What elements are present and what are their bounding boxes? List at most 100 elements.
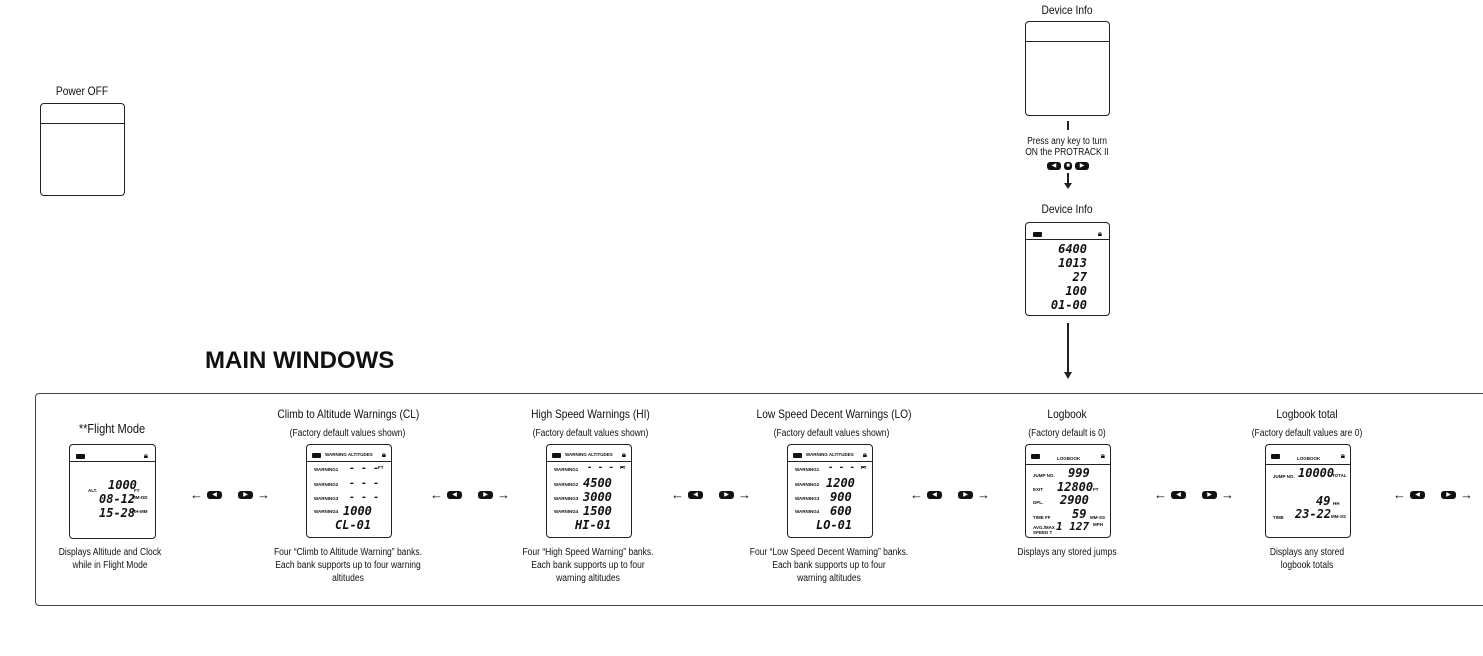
exit-label: EXIT (1033, 487, 1044, 492)
exit-unit: FT (1093, 487, 1099, 492)
cl-title: Climb to Altitude Warnings (CL) (277, 407, 420, 421)
main-windows-frame (35, 393, 1483, 606)
connector-line (1067, 121, 1069, 130)
lock-icon: 🔒︎ (1097, 229, 1102, 238)
cl-bank: CL-01 (335, 518, 372, 532)
right-key-icon: ▶ (958, 490, 973, 499)
device-value-4: 100 (1065, 284, 1087, 298)
hi-label-4: WARNING4 (554, 509, 579, 514)
lo-unit: FT (861, 465, 867, 470)
total-header: LOGBOOK (1297, 456, 1321, 461)
right-key-icon: ▶ (1441, 490, 1456, 499)
right-key-icon: ▶ (719, 490, 734, 499)
cl-unit: FT (378, 465, 384, 470)
total-desc-2: logbook totals (1280, 560, 1334, 571)
cl-screen: WARNING ALTITUDES 🔒︎ WARNING1 - - - FT W… (306, 444, 392, 538)
hi-desc-3: warning altitudes (556, 573, 620, 584)
total-screen: LOGBOOK 🔒︎ JUMP NO. 10000 TOTAL 49 HH TI… (1265, 444, 1351, 538)
right-key-icon: ▶ (478, 490, 493, 499)
hi-label-1: WARNING1 (554, 467, 579, 472)
hi-value-2: 4500 (583, 476, 612, 490)
nav-arrows-2: ←◀ ▶→ (430, 487, 510, 502)
flight-date: 08-12 (99, 492, 136, 506)
device-keys: ◀ ■ ▶ (1047, 162, 1089, 170)
lo-desc-2: Each bank supports up to four (772, 560, 886, 571)
lock-icon: 🔒︎ (621, 450, 626, 459)
hi-value-1: - - - - (587, 463, 625, 473)
left-key-icon: ◀ (1171, 490, 1186, 499)
cl-label-3: WARNING3 (314, 496, 339, 501)
left-key-icon: ◀ (447, 490, 462, 499)
lock-icon: 🔒︎ (381, 450, 386, 459)
left-key-icon: ◀ (1047, 162, 1061, 170)
lo-desc-1: Four “Low Speed Decent Warning” banks. (749, 547, 909, 558)
hi-screen: WARNING ALTITUDES 🔒︎ WARNING1 - - - - FT… (546, 444, 632, 538)
battery-icon (1271, 454, 1280, 459)
down-arrow-1 (1067, 173, 1069, 185)
logbook-screen: LOGBOOK 🔒︎ JUMP NO. 999 EXIT 12800 FT DP… (1025, 444, 1111, 538)
nav-arrows-4: ←◀ ▶→ (910, 487, 990, 502)
date-unit: MM-DD (132, 495, 148, 500)
hi-label-3: WARNING3 (554, 496, 579, 501)
lo-value-2: 1200 (826, 476, 855, 490)
total-time-unit: MM-SS (1331, 514, 1346, 519)
lock-icon: 🔒︎ (1100, 451, 1105, 460)
left-arrow-icon: ← (190, 487, 203, 502)
lo-header: WARNING ALTITUDES (806, 452, 854, 457)
hi-bank: HI-01 (575, 518, 612, 532)
time-unit: HH-MM (132, 509, 148, 514)
jump-label: JUMP NO. (1033, 473, 1055, 478)
lo-title: Low Speed Decent Warnings (LO) (756, 407, 912, 421)
cl-desc-1: Four “Climb to Altitude Warning” banks. (273, 547, 423, 558)
cl-value-1: - - - (349, 463, 380, 474)
total-jumps-unit: TOTAL (1332, 473, 1347, 478)
hi-value-3: 3000 (583, 490, 612, 504)
left-arrow-icon: ← (671, 487, 684, 502)
power-off-screen (40, 103, 125, 196)
logbook-dpl: 2900 (1060, 493, 1089, 507)
lo-bank: LO-01 (816, 518, 853, 532)
tff-label: TIME FF (1033, 515, 1051, 520)
right-arrow-icon: → (1460, 487, 1473, 502)
total-jump-label: JUMP NO. (1273, 474, 1295, 479)
hi-header: WARNING ALTITUDES (565, 452, 613, 457)
lo-label-3: WARNING3 (795, 496, 820, 501)
cl-label-4: WARNING4 (314, 509, 339, 514)
power-off-label: Power OFF (55, 84, 109, 98)
left-key-icon: ◀ (927, 490, 942, 499)
lo-screen: WARNING ALTITUDES 🔒︎ WARNING1 - - - - FT… (787, 444, 873, 538)
press-key-text-1: Press any key to turn (1027, 136, 1107, 147)
battery-icon (793, 453, 802, 458)
left-arrow-icon: ← (910, 487, 923, 502)
device-info-label: Device Info (1041, 3, 1093, 17)
down-arrowhead-2-icon (1064, 372, 1072, 379)
cl-value-2: - - - (349, 478, 380, 489)
lo-label-2: WARNING2 (795, 482, 820, 487)
hi-subtitle: (Factory default values shown) (532, 428, 649, 439)
cl-desc-2: Each bank supports up to four warning (275, 560, 421, 571)
lock-icon: 🔒︎ (143, 451, 148, 460)
lo-value-3: 900 (830, 490, 852, 504)
cl-label-2: WARNING2 (314, 482, 339, 487)
total-jumps: 10000 (1298, 466, 1335, 480)
lo-value-4: 600 (830, 504, 852, 518)
lo-desc-3: warning altitudes (797, 573, 861, 584)
total-hours-unit: HH (1333, 501, 1340, 506)
total-time-label: TIME (1273, 515, 1284, 520)
flight-time: 15-28 (99, 506, 136, 520)
hi-title: High Speed Warnings (HI) (531, 407, 650, 421)
left-arrow-icon: ← (1393, 487, 1406, 502)
tff-unit: MM-SS (1090, 515, 1105, 520)
left-arrow-icon: ← (1154, 487, 1167, 502)
alt-unit: FT (134, 488, 140, 493)
lo-label-4: WARNING4 (795, 509, 820, 514)
right-arrow-icon: → (738, 487, 751, 502)
cl-subtitle: (Factory default values shown) (289, 428, 406, 439)
battery-icon (312, 453, 321, 458)
flight-screen: 🔒︎ ALT. 1000 FT 08-12 MM-DD 15-28 HH-MM (69, 444, 156, 539)
logbook-header: LOGBOOK (1057, 456, 1081, 461)
total-title: Logbook total (1276, 407, 1338, 421)
cl-label-1: WARNING1 (314, 467, 339, 472)
lock-icon: 🔒︎ (1340, 451, 1345, 460)
right-arrow-icon: → (257, 487, 270, 502)
